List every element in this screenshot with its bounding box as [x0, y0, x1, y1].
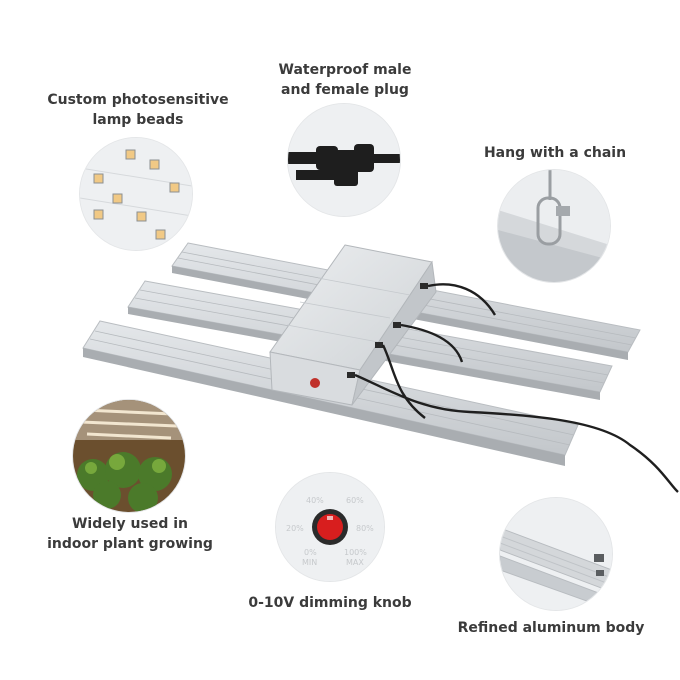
- waterproof-plug-closeup: [288, 104, 400, 216]
- dimming-caption-line1: 0-10V dimming knob: [248, 595, 412, 611]
- knob-label-80: 80%: [356, 524, 374, 533]
- driver-housing: [269, 244, 437, 406]
- indoor-caption-line1: Widely used in: [71, 516, 188, 532]
- plug-caption-line2: and female plug: [281, 82, 409, 98]
- dimmer-knob-small: [310, 378, 320, 388]
- lamp-beads-closeup: [80, 138, 192, 250]
- dimming-knob-icon: [317, 514, 343, 540]
- lamp-beads-caption-line1: Custom photosensitive: [47, 92, 229, 108]
- hanging-chain-closeup: [498, 170, 610, 282]
- lamp-beads-caption-line2: lamp beads: [92, 112, 184, 128]
- aluminum-caption-line1: Refined aluminum body: [457, 620, 645, 636]
- chain-caption: Hang with a chain: [460, 143, 650, 163]
- knob-label-0: 0%: [304, 548, 317, 557]
- knob-label-min: MIN: [302, 558, 317, 567]
- connection-cables: [354, 283, 679, 493]
- chain-caption-line1: Hang with a chain: [483, 145, 627, 161]
- knob-label-20: 20%: [286, 524, 304, 533]
- knob-label-40: 40%: [306, 496, 324, 505]
- knob-label-100: 100%: [344, 548, 367, 557]
- indoor-grow-photo: [73, 400, 185, 512]
- dimming-caption: 0-10V dimming knob: [230, 593, 430, 613]
- aluminum-body-closeup: [500, 498, 612, 610]
- indoor-caption: Widely used in indoor plant growing: [25, 514, 235, 554]
- plug-caption: Waterproof male and female plug: [245, 60, 445, 100]
- indoor-caption-line2: indoor plant growing: [47, 536, 213, 552]
- lamp-beads-caption: Custom photosensitive lamp beads: [28, 90, 248, 130]
- dimming-knob-closeup: 40% 60% 20% 80% 0% MIN 100% MAX: [276, 473, 384, 581]
- aluminum-caption: Refined aluminum body: [446, 618, 656, 638]
- knob-label-max: MAX: [346, 558, 364, 567]
- knob-label-60: 60%: [346, 496, 364, 505]
- plug-caption-line1: Waterproof male: [278, 62, 412, 78]
